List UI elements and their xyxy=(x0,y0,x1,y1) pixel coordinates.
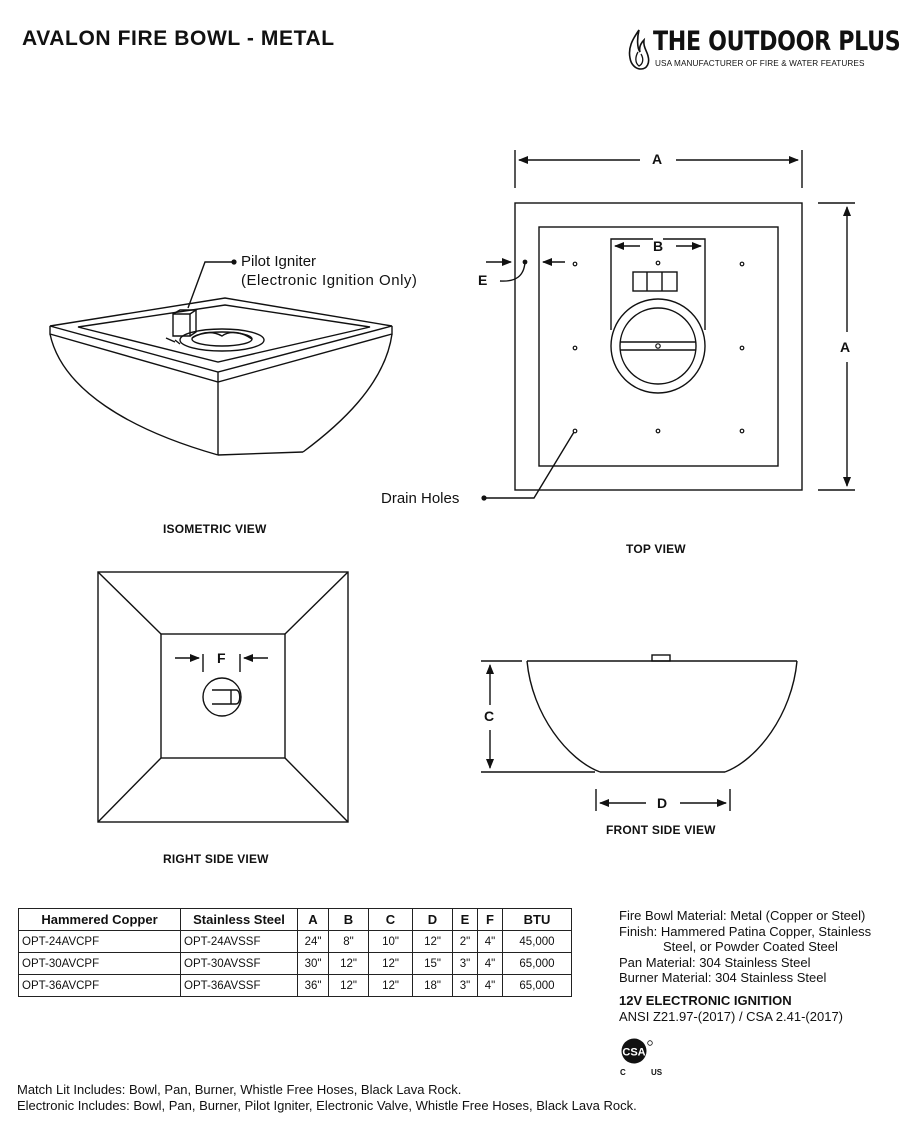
ignition-title: 12V ELECTRONIC IGNITION xyxy=(619,993,792,1008)
table-cell: 30" xyxy=(297,952,329,975)
table-cell: OPT-30AVSSF xyxy=(180,952,298,975)
table-cell: 4" xyxy=(477,974,503,997)
right-side-view-caption: RIGHT SIDE VIEW xyxy=(163,852,269,866)
table-cell: 4" xyxy=(477,952,503,975)
column-header: Hammered Copper xyxy=(18,908,181,931)
table-cell: 15" xyxy=(412,952,453,975)
dimension-f-label: F xyxy=(217,650,226,666)
dimension-d-label: D xyxy=(657,795,668,811)
table-row: OPT-24AVCPF OPT-24AVSSF 24" 8" 10" 12" 2… xyxy=(18,930,572,953)
front-side-view-caption: FRONT SIDE VIEW xyxy=(606,823,716,837)
table-cell: OPT-30AVCPF xyxy=(18,952,181,975)
burner-material: Burner Material: 304 Stainless Steel xyxy=(619,970,827,986)
table-cell: 12" xyxy=(368,974,413,997)
csa-logo-graphic: CSA C US xyxy=(620,1038,663,1077)
technical-drawings xyxy=(49,150,855,823)
table-cell: OPT-24AVCPF xyxy=(18,930,181,953)
bowl-material: Fire Bowl Material: Metal (Copper or Ste… xyxy=(619,908,866,923)
table-cell: 3" xyxy=(452,974,478,997)
right-side-view-drawing xyxy=(97,571,349,823)
column-header: F xyxy=(477,908,503,931)
column-header: B xyxy=(328,908,369,931)
table-row: OPT-30AVCPF OPT-30AVSSF 30" 12" 12" 15" … xyxy=(18,952,572,975)
table-cell: 12" xyxy=(328,952,369,975)
finish-line-2: Steel, or Powder Coated Steel xyxy=(663,939,838,955)
top-view-caption: TOP VIEW xyxy=(626,542,686,556)
table-header-row: Hammered Copper Stainless Steel A B C D … xyxy=(18,908,572,931)
table-cell: 10" xyxy=(368,930,413,953)
table-cell: 65,000 xyxy=(502,952,572,975)
dimension-a-top-label: A xyxy=(652,151,663,167)
ignition-standard: ANSI Z21.97-(2017) / CSA 2.41-(2017) xyxy=(619,1009,844,1024)
table-cell: 12" xyxy=(412,930,453,953)
table-cell: 2" xyxy=(452,930,478,953)
isometric-view-caption: ISOMETRIC VIEW xyxy=(163,522,267,536)
csa-right-mark: US xyxy=(651,1068,663,1077)
csa-mark-text: CSA xyxy=(622,1047,645,1059)
table-cell: 24" xyxy=(297,930,329,953)
pilot-igniter-label: Pilot Igniter xyxy=(241,253,317,270)
table-cell: OPT-36AVCPF xyxy=(18,974,181,997)
table-cell: 45,000 xyxy=(502,930,572,953)
specifications-table: Hammered Copper Stainless Steel A B C D … xyxy=(18,908,572,997)
brand-tagline: USA MANUFACTURER OF FIRE & WATER FEATURE… xyxy=(655,59,865,68)
column-header: BTU xyxy=(502,908,572,931)
table-cell: OPT-24AVSSF xyxy=(180,930,298,953)
dimension-e-label: E xyxy=(478,272,488,288)
column-header: A xyxy=(297,908,329,931)
pan-material: Pan Material: 304 Stainless Steel xyxy=(619,954,811,970)
csa-certification-icon: CSA C US xyxy=(618,1037,666,1077)
electronic-note: Electronic Includes: Bowl, Pan, Burner, … xyxy=(17,1098,637,1113)
column-header: Stainless Steel xyxy=(180,908,298,931)
flame-icon xyxy=(628,29,650,70)
dimension-c-label: C xyxy=(484,708,495,724)
dimension-a-side-label: A xyxy=(840,339,851,355)
brand-name: THE OUTDOOR PLUS xyxy=(653,26,900,57)
table-cell: 12" xyxy=(328,974,369,997)
drain-holes-label: Drain Holes xyxy=(381,490,460,507)
materials-block: Fire Bowl Material: Metal (Copper or Ste… xyxy=(619,908,871,986)
table-cell: 18" xyxy=(412,974,453,997)
table-cell: 12" xyxy=(368,952,413,975)
dimension-b-label: B xyxy=(653,238,664,254)
table-cell: 65,000 xyxy=(502,974,572,997)
pilot-igniter-note: (Electronic Ignition Only) xyxy=(241,272,418,289)
table-cell: OPT-36AVSSF xyxy=(180,974,298,997)
match-lit-note: Match Lit Includes: Bowl, Pan, Burner, W… xyxy=(17,1082,462,1097)
column-header: E xyxy=(452,908,478,931)
brand-logo: THE OUTDOOR PLUS USA MANUFACTURER OF FIR… xyxy=(626,26,900,72)
table-cell: 3" xyxy=(452,952,478,975)
table-cell: 36" xyxy=(297,974,329,997)
top-view-drawing xyxy=(486,150,855,499)
table-cell: 4" xyxy=(477,930,503,953)
table-row: OPT-36AVCPF OPT-36AVSSF 36" 12" 12" 18" … xyxy=(18,974,572,997)
column-header: D xyxy=(412,908,453,931)
table-cell: 8" xyxy=(328,930,369,953)
column-header: C xyxy=(368,908,413,931)
isometric-view-drawing xyxy=(49,261,393,456)
csa-left-mark: C xyxy=(620,1068,626,1077)
front-side-view-drawing xyxy=(481,654,798,811)
page-title: AVALON FIRE BOWL - METAL xyxy=(22,27,335,50)
finish-line-1: Finish: Hammered Patina Copper, Stainles… xyxy=(619,923,872,939)
